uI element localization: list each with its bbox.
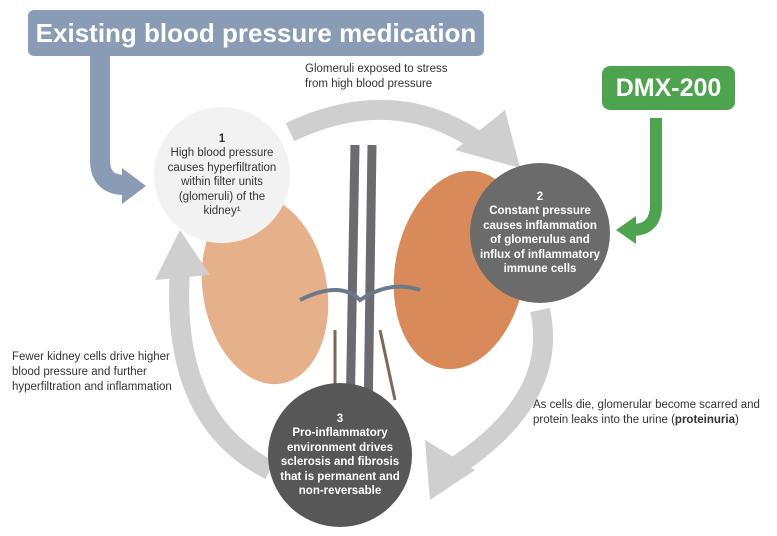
note-right-suffix: ) — [734, 414, 739, 426]
step-3: 3 Pro-inflammatory environment drives sc… — [268, 383, 412, 527]
arc-3-to-1 — [169, 269, 275, 479]
step-2: 2 Constant pressure causes inflammation … — [470, 163, 610, 303]
step-number: 2 — [536, 190, 544, 203]
arc-2-to-3 — [444, 307, 554, 479]
arrowhead-icon — [455, 110, 520, 168]
cycle-arrows — [169, 99, 554, 479]
step-text: High blood pressure causes hyperfiltrati… — [167, 147, 277, 217]
drug-label: DMX-200 — [602, 66, 735, 110]
note-left: Fewer kidney cells drive higher blood pr… — [12, 351, 172, 393]
note-right-bold: proteinuria — [674, 414, 735, 426]
arrow-to-step1-icon — [122, 168, 146, 204]
arrowhead-icon — [425, 440, 475, 500]
step-1: 1 High blood pressure causes hyperfiltra… — [154, 107, 290, 243]
arrow-to-step2-icon — [616, 216, 636, 244]
arrowhead-icon — [155, 230, 210, 280]
arc-1-to-2 — [285, 99, 497, 158]
note-right-text: As cells die, glomerular become scarred … — [533, 399, 760, 426]
step-number: 1 — [218, 132, 226, 145]
step-text: Pro-inflammatory environment drives scle… — [280, 427, 400, 497]
note-top: Glomeruli exposed to stress from high bl… — [305, 63, 448, 90]
step-number: 3 — [336, 412, 344, 425]
title-banner: Existing blood pressure medication — [28, 10, 484, 56]
note-right: As cells die, glomerular become scarred … — [533, 398, 777, 428]
step-text: Constant pressure causes inflammation of… — [479, 205, 601, 275]
